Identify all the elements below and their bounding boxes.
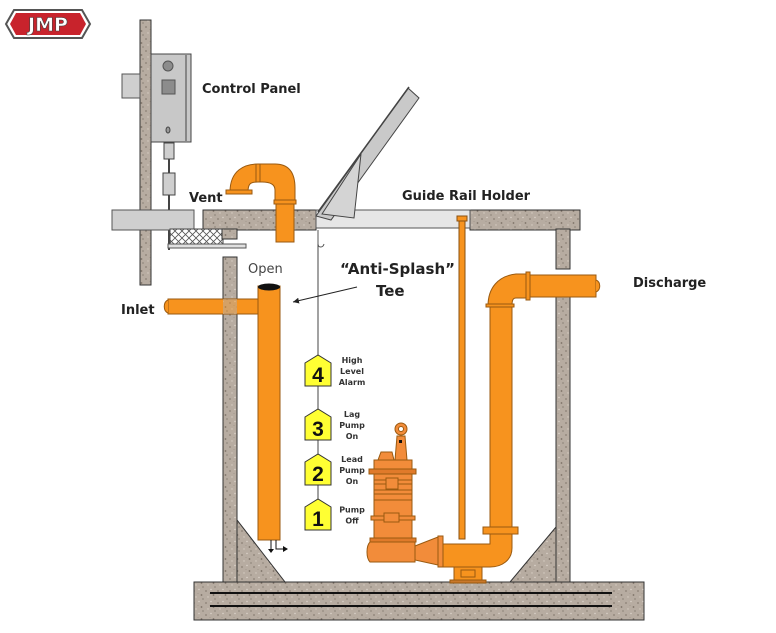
float-switch-number: 3	[312, 418, 324, 441]
float-switch-body	[304, 498, 332, 531]
fillet-right	[508, 525, 557, 583]
label-guide-rail-holder: Guide Rail Holder	[402, 189, 531, 204]
logo-text: JMP	[26, 14, 68, 36]
base-slab	[193, 581, 645, 621]
label-anti-splash: “Anti-Splash”	[340, 260, 455, 278]
guide-rail	[458, 218, 466, 540]
label-open: Open	[248, 262, 283, 277]
float-switch-number: 2	[312, 463, 324, 486]
top-slab-right	[469, 209, 581, 231]
label-tee: Tee	[376, 282, 405, 300]
float-switch-label: Alarm	[339, 378, 366, 387]
wall-bracket	[121, 73, 141, 99]
float-switch-label: Lead	[341, 455, 363, 464]
guide-rail-holder	[456, 215, 468, 222]
float-switch-body	[304, 408, 332, 441]
vent-pipe	[225, 163, 297, 243]
float-hanger-hook	[317, 230, 325, 248]
wet-well-right-wall-upper	[555, 228, 571, 270]
float-switch-label: Pump	[339, 506, 365, 515]
float-switch-body	[304, 354, 332, 387]
float-switch-label: Level	[340, 367, 364, 376]
vent-screen	[169, 228, 224, 245]
float-switch-number: 4	[312, 364, 324, 387]
control-panel	[150, 53, 192, 250]
float-switch-body	[304, 453, 332, 486]
discharge-pipe	[439, 271, 601, 584]
top-slab-left	[202, 209, 317, 231]
label-vent: Vent	[189, 191, 223, 206]
wet-well-right-wall	[555, 296, 571, 583]
inlet-pipe	[163, 298, 262, 315]
building-wall	[139, 19, 152, 286]
jmp-logo: JMP	[4, 9, 92, 39]
float-switch-label: Lag	[344, 410, 360, 419]
float-switch-label: Off	[345, 517, 359, 526]
anti-splash-tee	[257, 283, 288, 553]
float-switch-label: On	[346, 432, 359, 441]
label-inlet: Inlet	[121, 303, 155, 318]
float-switch-label: On	[346, 477, 359, 486]
label-control-panel: Control Panel	[202, 82, 301, 97]
hatch-cover	[315, 86, 420, 221]
float-switch-label: High	[342, 356, 363, 365]
ground-slab-left	[111, 209, 195, 231]
anti-splash-arrow	[292, 286, 358, 304]
label-discharge: Discharge	[633, 276, 706, 291]
float-switch-label: Pump	[339, 421, 365, 430]
submersible-pump	[366, 422, 444, 568]
float-switch-number: 1	[312, 508, 324, 531]
float-switch-label: Pump	[339, 466, 365, 475]
